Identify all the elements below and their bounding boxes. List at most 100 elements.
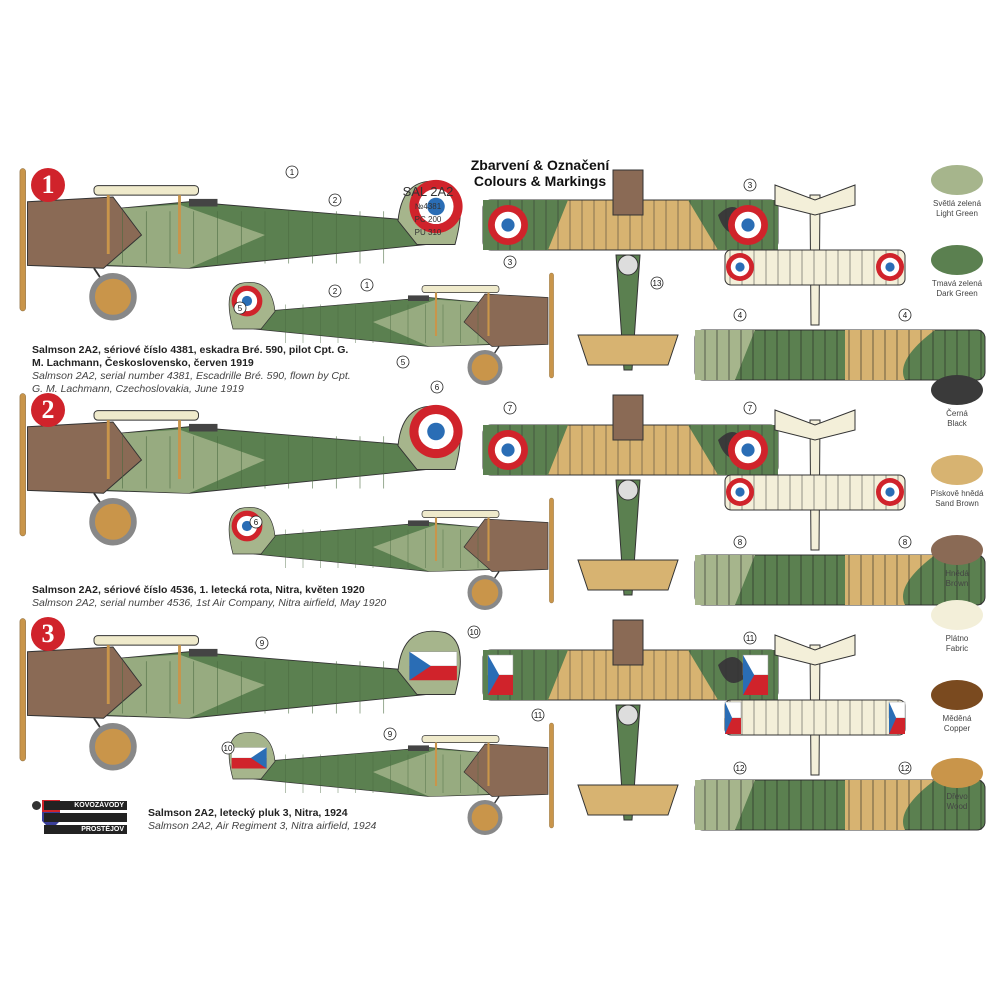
propeller bbox=[549, 272, 554, 379]
callout-number: 6 bbox=[435, 383, 440, 392]
title-czech: Zbarvení & Označení bbox=[470, 157, 610, 173]
camo-sand bbox=[845, 780, 935, 830]
lower-wing-strip-1 bbox=[694, 329, 986, 381]
callout-circle bbox=[531, 708, 545, 722]
callout-number: 10 bbox=[224, 744, 233, 753]
callout-circle bbox=[503, 255, 517, 269]
camo-light bbox=[695, 780, 755, 830]
profile-number-2: 2 bbox=[31, 393, 65, 427]
callout-circle bbox=[255, 636, 269, 650]
callout-number: 11 bbox=[534, 711, 543, 720]
colour-swatch bbox=[931, 245, 983, 275]
flag-blue bbox=[725, 702, 733, 734]
tailplane bbox=[577, 559, 679, 591]
colour-swatch bbox=[931, 680, 983, 710]
wheel bbox=[89, 498, 137, 546]
engine bbox=[612, 619, 644, 666]
callout-circle bbox=[233, 301, 247, 315]
callout-number: 6 bbox=[254, 518, 259, 527]
callout-number: 5 bbox=[238, 304, 243, 313]
roundel-blue bbox=[427, 422, 445, 441]
colour-swatch bbox=[931, 600, 983, 630]
callout-number: 3 bbox=[748, 181, 753, 190]
roundel-blue bbox=[885, 487, 895, 497]
callout-circle bbox=[328, 284, 342, 298]
callout-circle bbox=[650, 276, 664, 290]
under-view-3 bbox=[724, 634, 906, 776]
top-view-1 bbox=[482, 169, 779, 371]
title-english: Colours & Markings bbox=[473, 173, 607, 189]
legend-english: Sand Brown bbox=[935, 499, 979, 508]
legend-english: Dark Green bbox=[936, 289, 978, 298]
legend-czech: Světlá zelená bbox=[932, 199, 982, 208]
callout-circle bbox=[733, 308, 747, 322]
legend-czech: Tmavá zelená bbox=[931, 279, 983, 288]
roundel-blue bbox=[735, 487, 745, 497]
callout-number: 3 bbox=[508, 258, 513, 267]
lower-wing-strip-3 bbox=[694, 779, 986, 831]
profile-number-3: 3 bbox=[31, 617, 65, 651]
camo-black bbox=[718, 657, 748, 683]
lower-wing-under bbox=[724, 249, 906, 286]
engine bbox=[612, 394, 644, 441]
callout-circle bbox=[743, 178, 757, 192]
callout-circle bbox=[467, 625, 481, 639]
callout-number: 10 bbox=[470, 628, 479, 637]
callout-circle bbox=[285, 165, 299, 179]
cockpit bbox=[617, 704, 639, 726]
callout-circle bbox=[733, 761, 747, 775]
legend-english: Wood bbox=[946, 802, 968, 811]
under-view-1 bbox=[724, 184, 906, 326]
tail-text-line: PU 310 bbox=[415, 228, 442, 237]
lower-wing-under bbox=[724, 699, 906, 736]
flag-blue bbox=[743, 655, 755, 695]
camo-sand bbox=[845, 555, 935, 605]
callout-number: 1 bbox=[365, 281, 370, 290]
tail-text-line: №4381 bbox=[415, 202, 442, 211]
roundel-blue bbox=[741, 218, 755, 232]
callout-number: 8 bbox=[738, 538, 743, 547]
upper-wing bbox=[421, 735, 500, 743]
tailplane bbox=[577, 784, 679, 816]
legend-czech: Pískově hnědá bbox=[930, 489, 984, 498]
upper-wing bbox=[93, 410, 199, 421]
legend-czech: Dřevo bbox=[946, 792, 968, 801]
callout-circle bbox=[383, 727, 397, 741]
legend-czech: Hnědá bbox=[945, 569, 969, 578]
callout-circle bbox=[898, 761, 912, 775]
callout-number: 9 bbox=[260, 639, 265, 648]
lower-wing-strip-2 bbox=[694, 554, 986, 606]
tail-text-line: SAL 2A2 bbox=[403, 184, 454, 199]
camo-light bbox=[695, 555, 755, 605]
cockpit bbox=[617, 254, 639, 276]
flag-blue bbox=[889, 702, 897, 734]
callout-number: 2 bbox=[333, 196, 338, 205]
caption-3: Salmson 2A2, letecký pluk 3, Nitra, 1924… bbox=[148, 807, 378, 833]
callout-circle bbox=[328, 193, 342, 207]
engine bbox=[612, 169, 644, 216]
upper-wing bbox=[93, 185, 199, 196]
legend-czech: Plátno bbox=[945, 634, 969, 643]
logo-bottom-text: PROSTĚJOV bbox=[44, 825, 127, 834]
tail-text-line: PC 200 bbox=[415, 215, 442, 224]
camo-sand bbox=[845, 330, 935, 380]
flag-blue bbox=[250, 747, 267, 769]
flag-blue bbox=[488, 655, 500, 695]
callout-number: 1 bbox=[290, 168, 295, 177]
machine-gun bbox=[189, 423, 218, 432]
roundel-blue bbox=[735, 262, 745, 272]
side-view-profile-3 bbox=[228, 722, 554, 835]
callout-circle bbox=[430, 380, 444, 394]
wheel bbox=[467, 799, 503, 835]
roundel-blue bbox=[501, 218, 515, 232]
callout-circle bbox=[396, 355, 410, 369]
callout-number: 13 bbox=[653, 279, 662, 288]
wheel bbox=[89, 723, 137, 771]
colour-swatch bbox=[931, 758, 983, 788]
legend-english: Fabric bbox=[945, 644, 969, 653]
